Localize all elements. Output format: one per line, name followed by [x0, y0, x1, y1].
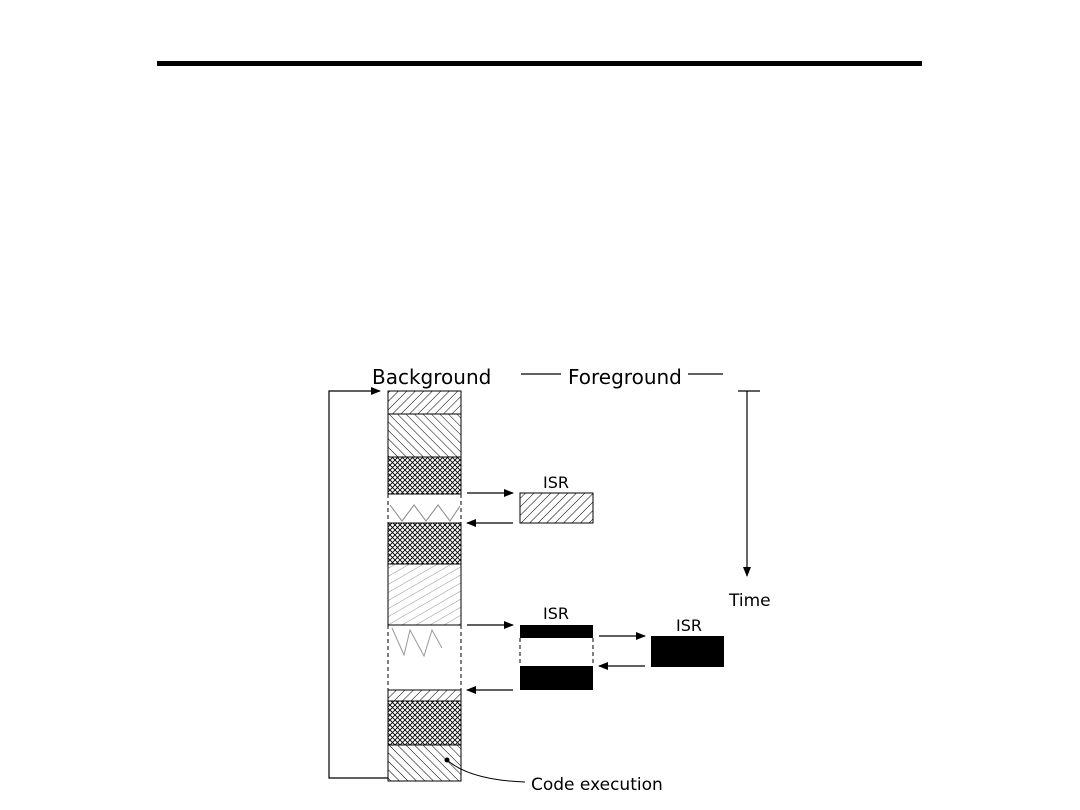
background-block-1 — [387, 390, 462, 415]
loop-back-arrow — [328, 387, 388, 779]
callout-leader — [446, 759, 526, 783]
isr-block-3 — [651, 636, 724, 667]
isr-block-2-top — [520, 625, 593, 638]
suspended-zigzag — [391, 627, 443, 658]
foreground-label: Foreground — [568, 365, 682, 389]
background-block-2 — [387, 413, 462, 458]
time-label: Time — [728, 591, 771, 611]
suspended-zigzag — [389, 504, 461, 522]
code-execution-label: Code execution — [531, 775, 663, 795]
background-block-5 — [387, 563, 462, 626]
background-block-3 — [387, 456, 462, 495]
isr-label-1: ISR — [543, 473, 569, 492]
isr-label-3: ISR — [676, 616, 702, 635]
background-label: Background — [372, 365, 491, 389]
background-block-6 — [387, 689, 462, 702]
background-block-4 — [387, 522, 462, 565]
isr-block-1 — [519, 492, 594, 524]
isr-block-2-bottom — [520, 666, 593, 690]
title-rule — [157, 61, 922, 66]
background-block-7 — [387, 700, 462, 746]
background-block-8 — [387, 744, 462, 782]
isr-label-2: ISR — [543, 604, 569, 623]
